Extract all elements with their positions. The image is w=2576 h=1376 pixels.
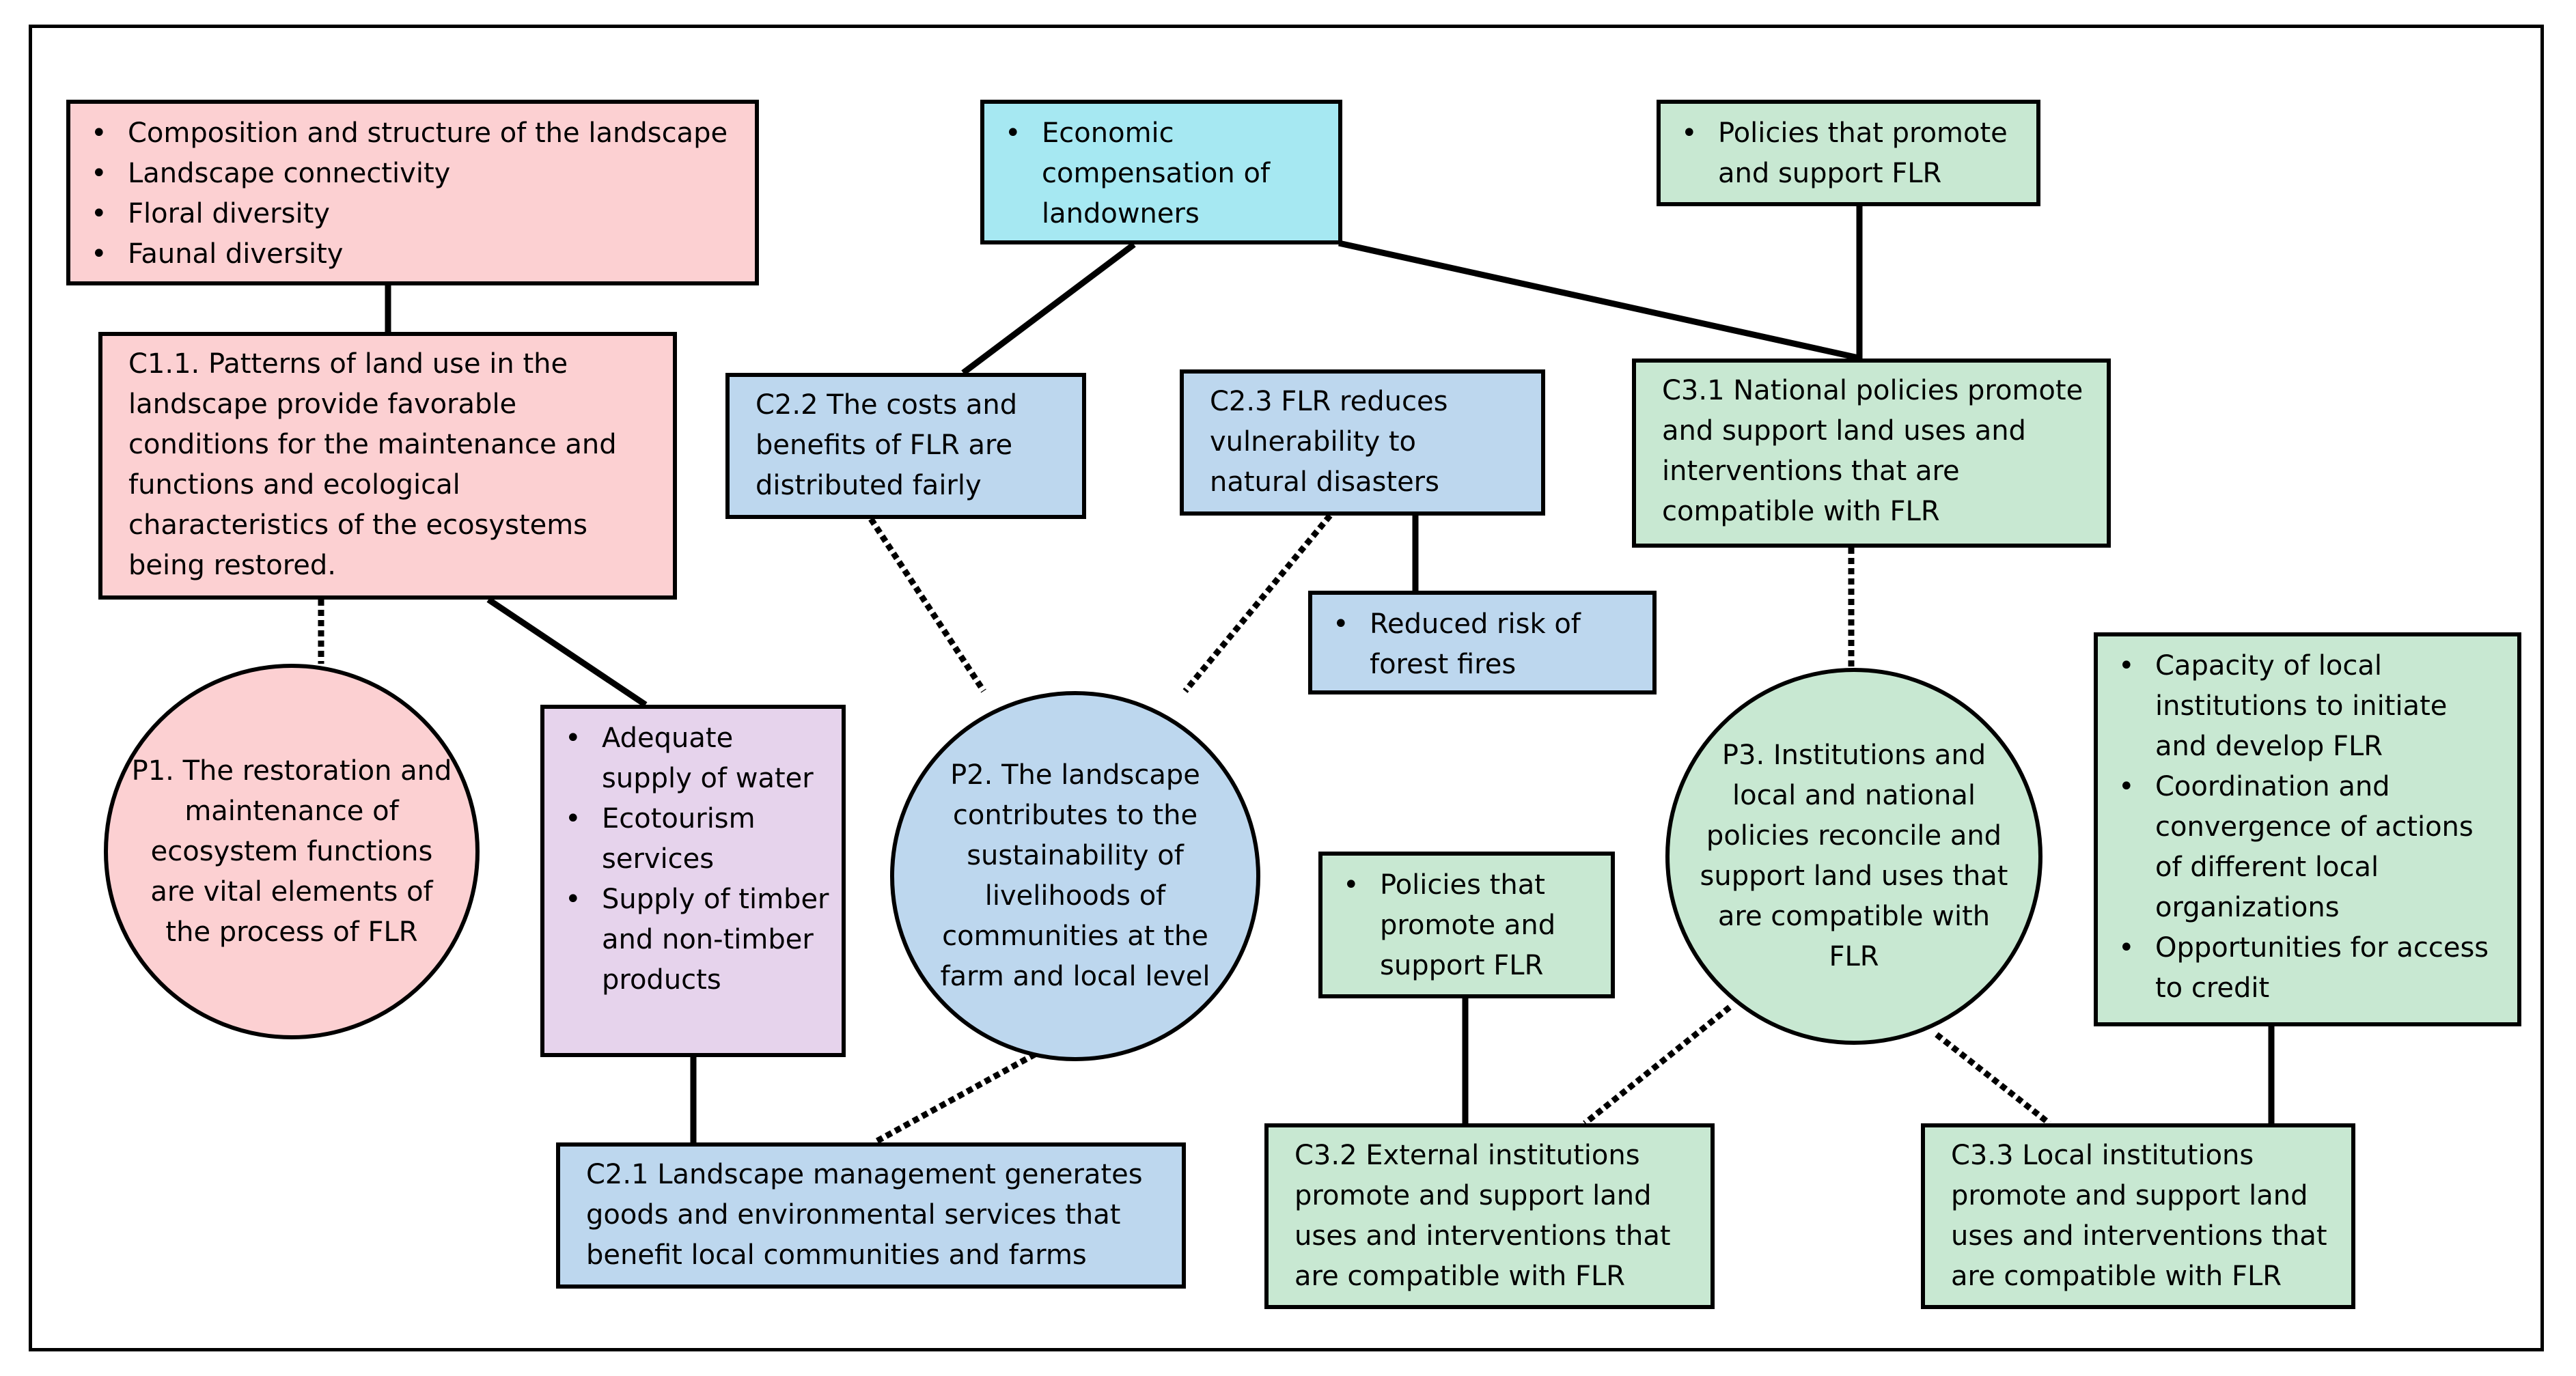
economic-compensation-box: Economic compensation of landowners [980, 100, 1342, 244]
list-item: Landscape connectivity [91, 154, 744, 194]
economic-compensation-list: Economic compensation of landowners [1005, 113, 1327, 234]
principle-p1: P1. The restoration and maintenance of e… [104, 664, 480, 1039]
list-item: Ecotourism services [565, 799, 831, 880]
link-c2-3-p2 [1182, 514, 1333, 693]
list-item: Composition and structure of the landsca… [91, 113, 744, 154]
services-supply-list: Adequate supply of water Ecotourism serv… [565, 718, 831, 1000]
policies-mid-list: Policies that promote and support FLR [1343, 865, 1600, 986]
policies-mid-box: Policies that promote and support FLR [1318, 852, 1615, 998]
list-item: Capacity of local institutions to initia… [2118, 646, 2506, 767]
list-item: Faunal diversity [91, 234, 744, 275]
criterion-c2-1: C2.1 Landscape management generates good… [556, 1142, 1186, 1289]
link-compensation-c2-2 [961, 242, 1136, 376]
landscape-attributes-list: Composition and structure of the landsca… [91, 113, 744, 275]
policies-top-box: Policies that promote and support FLR [1657, 100, 2040, 206]
list-item: Supply of timber and non-timber products [565, 880, 831, 1000]
list-item: Reduced risk of forest fires [1333, 604, 1642, 685]
list-item: Policies that promote and support FLR [1343, 865, 1600, 986]
criterion-c1-1: C1.1. Patterns of land use in the landsc… [98, 332, 677, 600]
policies-top-list: Policies that promote and support FLR [1681, 113, 2025, 194]
local-capacity-list: Capacity of local institutions to initia… [2118, 646, 2506, 1009]
link-p2-c2-1 [872, 1037, 1064, 1145]
reduced-risk-list: Reduced risk of forest fires [1333, 604, 1642, 685]
reduced-risk-box: Reduced risk of forest fires [1308, 591, 1657, 694]
list-item: Opportunities for access to credit [2118, 928, 2506, 1009]
criterion-c3-2: C3.2 External institutions promote and s… [1264, 1123, 1715, 1309]
list-item: Economic compensation of landowners [1005, 113, 1327, 234]
list-item: Coordination and convergence of actions … [2118, 767, 2506, 928]
list-item: Adequate supply of water [565, 718, 831, 799]
link-c1-1-services [486, 597, 648, 707]
criterion-c2-2: C2.2 The costs and benefits of FLR are d… [725, 373, 1086, 519]
criterion-c3-1: C3.1 National policies promote and suppo… [1632, 359, 2111, 548]
criterion-c3-3: C3.3 Local institutions promote and supp… [1921, 1123, 2355, 1309]
diagram-frame [29, 25, 2544, 1351]
principle-p3: P3. Institutions and local and national … [1665, 668, 2042, 1045]
services-supply-box: Adequate supply of water Ecotourism serv… [540, 705, 846, 1057]
link-p3-c3-2 [1583, 1005, 1732, 1126]
local-capacity-box: Capacity of local institutions to initia… [2094, 632, 2521, 1026]
principle-p2: P2. The landscape contributes to the sus… [890, 691, 1260, 1061]
link-c2-2-p2 [868, 517, 986, 693]
criterion-c2-3: C2.3 FLR reduces vulnerability to natura… [1180, 369, 1545, 516]
link-compensation-c3-1 [1338, 240, 1862, 362]
link-p3-c3-3 [1935, 1032, 2051, 1126]
list-item: Policies that promote and support FLR [1681, 113, 2025, 194]
landscape-attributes-box: Composition and structure of the landsca… [66, 100, 759, 285]
list-item: Floral diversity [91, 194, 744, 234]
